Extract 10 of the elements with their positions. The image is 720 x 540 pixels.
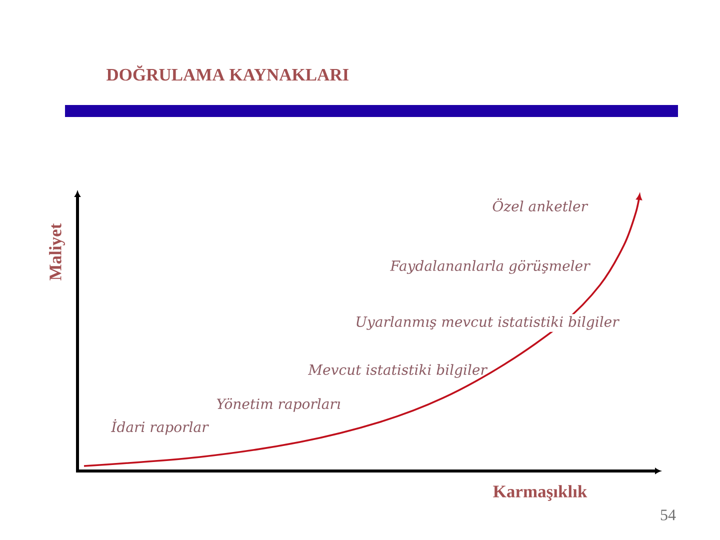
title: DOĞRULAMA KAYNAKLARI bbox=[106, 65, 349, 81]
curve-label: Özel anketler bbox=[492, 198, 588, 212]
curve-label: Faydalananlarla görüşmeler bbox=[390, 260, 590, 274]
curve-label: İdari raporlar bbox=[111, 419, 209, 435]
axis-label: Karmaşıklık bbox=[493, 485, 588, 501]
curve-label: Mevcut istatistiki bilgiler bbox=[308, 364, 488, 378]
axis-label: Maliyet bbox=[49, 223, 65, 280]
curve-label: Uyarlanmış mevcut istatistiki bilgiler bbox=[354, 314, 620, 332]
page-number: 54 bbox=[660, 510, 676, 520]
curve-label: Yönetim raporları bbox=[216, 398, 340, 412]
